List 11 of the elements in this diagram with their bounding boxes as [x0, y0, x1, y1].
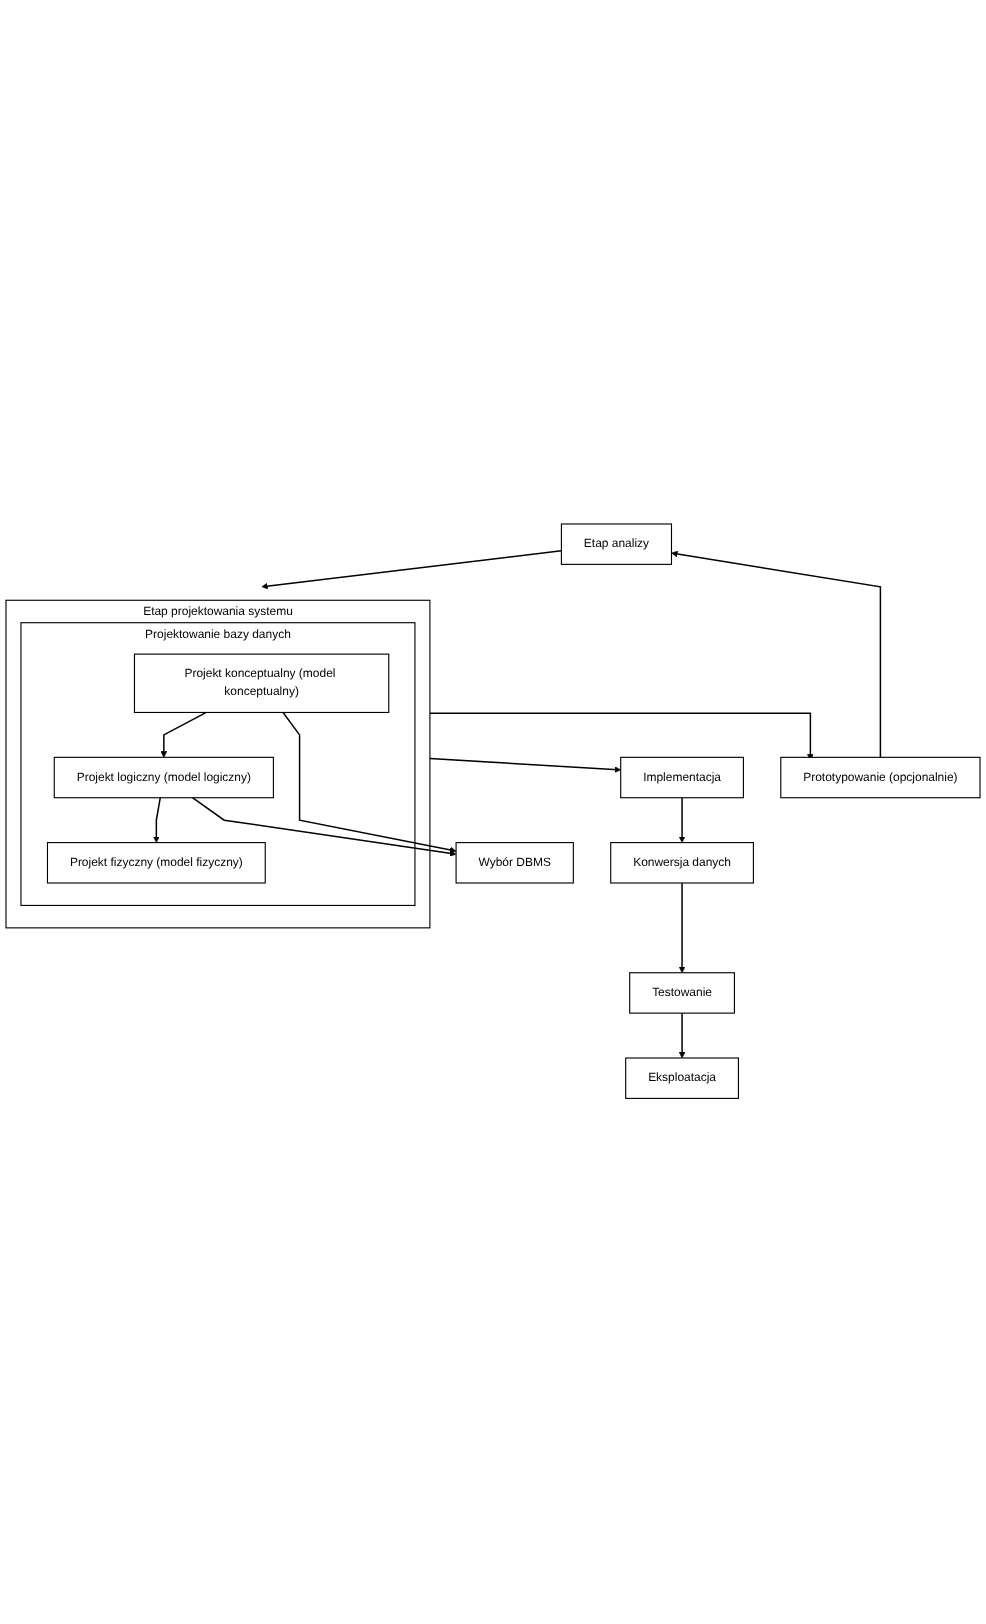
arrow	[160, 712, 208, 759]
arrow	[261, 550, 563, 591]
arrow	[429, 713, 814, 762]
arrow	[678, 1013, 686, 1060]
arrow	[429, 758, 621, 774]
arrow	[191, 797, 457, 858]
arrow	[153, 797, 162, 844]
arrow	[678, 883, 686, 974]
arrow	[678, 797, 686, 844]
arrow	[671, 551, 882, 759]
arrow	[282, 712, 457, 855]
